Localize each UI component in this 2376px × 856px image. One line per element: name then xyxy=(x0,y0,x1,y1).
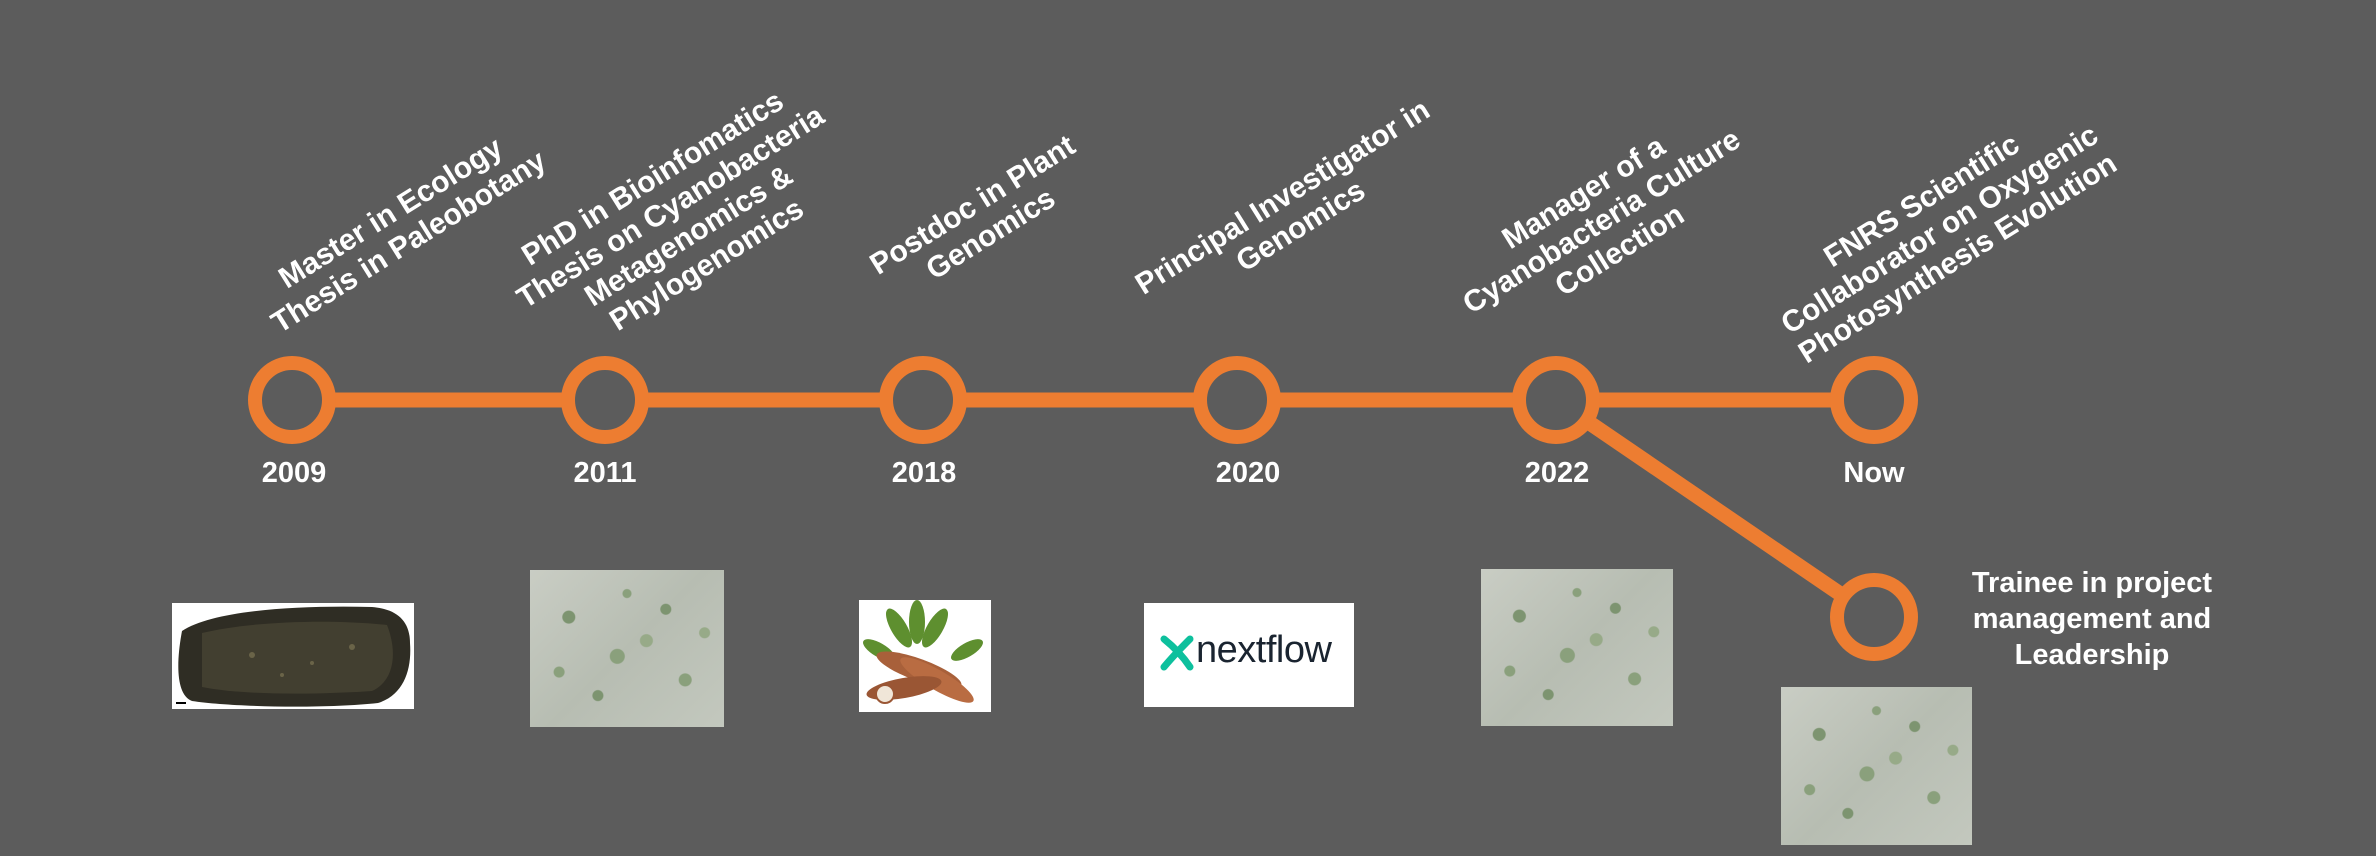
timeline-node-2011 xyxy=(561,356,649,444)
cassava-image xyxy=(859,600,991,712)
cyanobacteria-microscopy-image-branch xyxy=(1781,687,1972,845)
timeline-node-2009 xyxy=(248,356,336,444)
timeline-nodes xyxy=(248,356,1918,661)
year-label-2018: 2018 xyxy=(891,457,957,489)
year-label-2022: 2022 xyxy=(1524,457,1590,489)
fossil-image xyxy=(172,603,414,709)
timeline-node-now xyxy=(1830,356,1918,444)
nextflow-x-icon xyxy=(1160,635,1194,671)
timeline-node-2020 xyxy=(1193,356,1281,444)
cyanobacteria-microscopy-image-2022 xyxy=(1481,569,1673,726)
timeline-node-2018 xyxy=(879,356,967,444)
nextflow-logo: nextflow xyxy=(1144,603,1354,707)
nextflow-wordmark: nextflow xyxy=(1196,629,1332,671)
year-label-2020: 2020 xyxy=(1215,457,1281,489)
timeline-node-2022 xyxy=(1512,356,1600,444)
year-label-2009: 2009 xyxy=(261,457,327,489)
timeline-branch-line xyxy=(1551,393,1879,624)
year-label-2011: 2011 xyxy=(573,457,637,489)
year-label-now: Now xyxy=(1843,457,1905,489)
cyanobacteria-microscopy-image xyxy=(530,570,724,727)
timeline-node-branch xyxy=(1830,573,1918,661)
branch-title: Trainee in project management and Leader… xyxy=(1971,567,2213,671)
